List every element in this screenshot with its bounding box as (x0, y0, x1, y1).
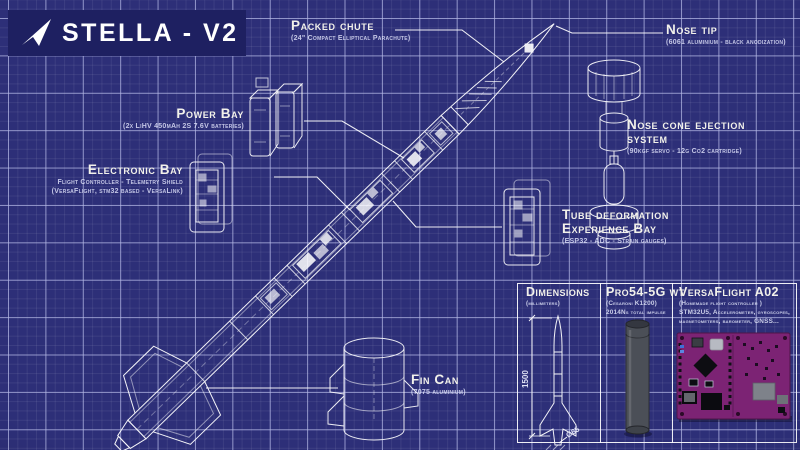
label-experience-bay-title: Tube deformation Experience Bay (562, 207, 669, 237)
label-fin-can-sub: (7075 aluminium) (411, 389, 466, 397)
panel-dimensions-title: Dimensions (526, 285, 590, 299)
label-fin-can: Fin Can (7075 aluminium) (411, 372, 466, 397)
electronic-bay-drawing (189, 153, 233, 233)
label-packed-chute: Packed chute (24" Compact Elliptical Par… (291, 18, 411, 43)
experience-bay-drawing (503, 179, 551, 266)
panel-dimensions-sub: (millimeters) (526, 300, 560, 308)
rocket-internal-modules (259, 121, 454, 311)
panel-flight-controller-title: VersaFlight A02 (679, 285, 779, 299)
title-block: STELLA - V2 (8, 10, 246, 56)
panel-flight-controller-sub2: STM32U5, Accelerometer, gyroscopes, (679, 309, 791, 317)
panel-motor-sub2: 2014Ns total impulse (606, 309, 666, 317)
label-experience-bay-sub: (ESP32 - ADC - Strain gauges) (562, 238, 667, 246)
spec-panel-divider-1 (600, 283, 601, 443)
panel-motor-title: Pro54-5G wt (606, 285, 685, 299)
panel-flight-controller-header: VersaFlight A02 (Homemade flight control… (679, 285, 795, 327)
page-title: STELLA - V2 (62, 18, 239, 47)
label-packed-chute-sub: (24" Compact Elliptical Parachute) (291, 35, 411, 43)
label-electronic-bay-sub1: Flight Controller - Telemetry Shield (57, 179, 183, 187)
label-nose-tip-title: Nose tip (666, 22, 718, 37)
panel-dimensions-header: Dimensions (millimeters) (526, 285, 590, 309)
panel-motor-header: Pro54-5G wt (Cesaroni K1200) 2014Ns tota… (606, 285, 685, 318)
label-electronic-bay-sub2: (VersaFlight, stm32 based - VersaLink) (51, 188, 183, 196)
label-ejection-system-sub: (90kgf servo - 12g Co2 cartridge) (627, 148, 742, 156)
spec-panel-divider-2 (672, 283, 673, 443)
label-packed-chute-title: Packed chute (291, 18, 374, 33)
panel-flight-controller-sub3: magnetometers, barometer, GNSS... (679, 318, 779, 326)
spec-panel-box (517, 283, 797, 443)
panel-motor-sub1: (Cesaroni K1200) (606, 300, 657, 308)
label-ejection-system-title: Nose cone ejection system (627, 117, 746, 147)
power-bay-batteries-drawing (248, 77, 304, 157)
fin-can-drawing (327, 337, 419, 441)
label-electronic-bay: Electronic Bay Flight Controller - Telem… (51, 162, 183, 196)
label-electronic-bay-title: Electronic Bay (87, 162, 183, 177)
rocket-drawing (114, 23, 555, 450)
label-power-bay-sub: (2x LiHV 450mAh 2S 7.6V batteries) (123, 123, 244, 131)
label-experience-bay: Tube deformation Experience Bay (ESP32 -… (562, 207, 694, 246)
label-ejection-system: Nose cone ejection system (90kgf servo -… (627, 117, 787, 156)
label-nose-tip-sub: (6061 aluminium - black anodization) (666, 39, 786, 47)
label-nose-tip: Nose tip (6061 aluminium - black anodiza… (666, 22, 786, 47)
panel-flight-controller-sub1: (Homemade flight controller ) (679, 300, 763, 308)
label-fin-can-title: Fin Can (411, 372, 459, 387)
label-power-bay: Power Bay (2x LiHV 450mAh 2S 7.6V batter… (123, 106, 244, 131)
label-power-bay-title: Power Bay (176, 106, 244, 121)
rocket-logo-icon (22, 19, 51, 46)
